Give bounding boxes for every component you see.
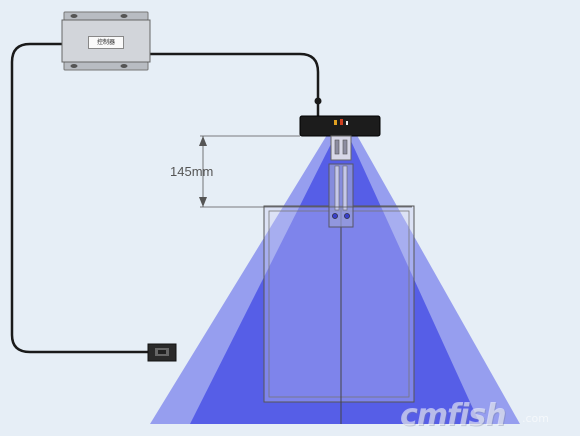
power-plug <box>147 343 177 362</box>
lamp-fixture <box>299 115 381 137</box>
lamp-cable <box>148 52 320 100</box>
watermark-suffix: .com <box>522 412 549 425</box>
bulb-clip <box>330 135 352 161</box>
controller-label: 控制器 <box>88 36 124 49</box>
watermark: cmfish <box>400 398 507 433</box>
power-cable <box>10 42 150 354</box>
inner-light-beam <box>190 130 480 424</box>
aquarium-tank <box>263 205 415 424</box>
dimension-label: 145mm <box>170 164 214 179</box>
hanging-rod <box>328 163 354 228</box>
dimension-marker <box>199 135 412 208</box>
